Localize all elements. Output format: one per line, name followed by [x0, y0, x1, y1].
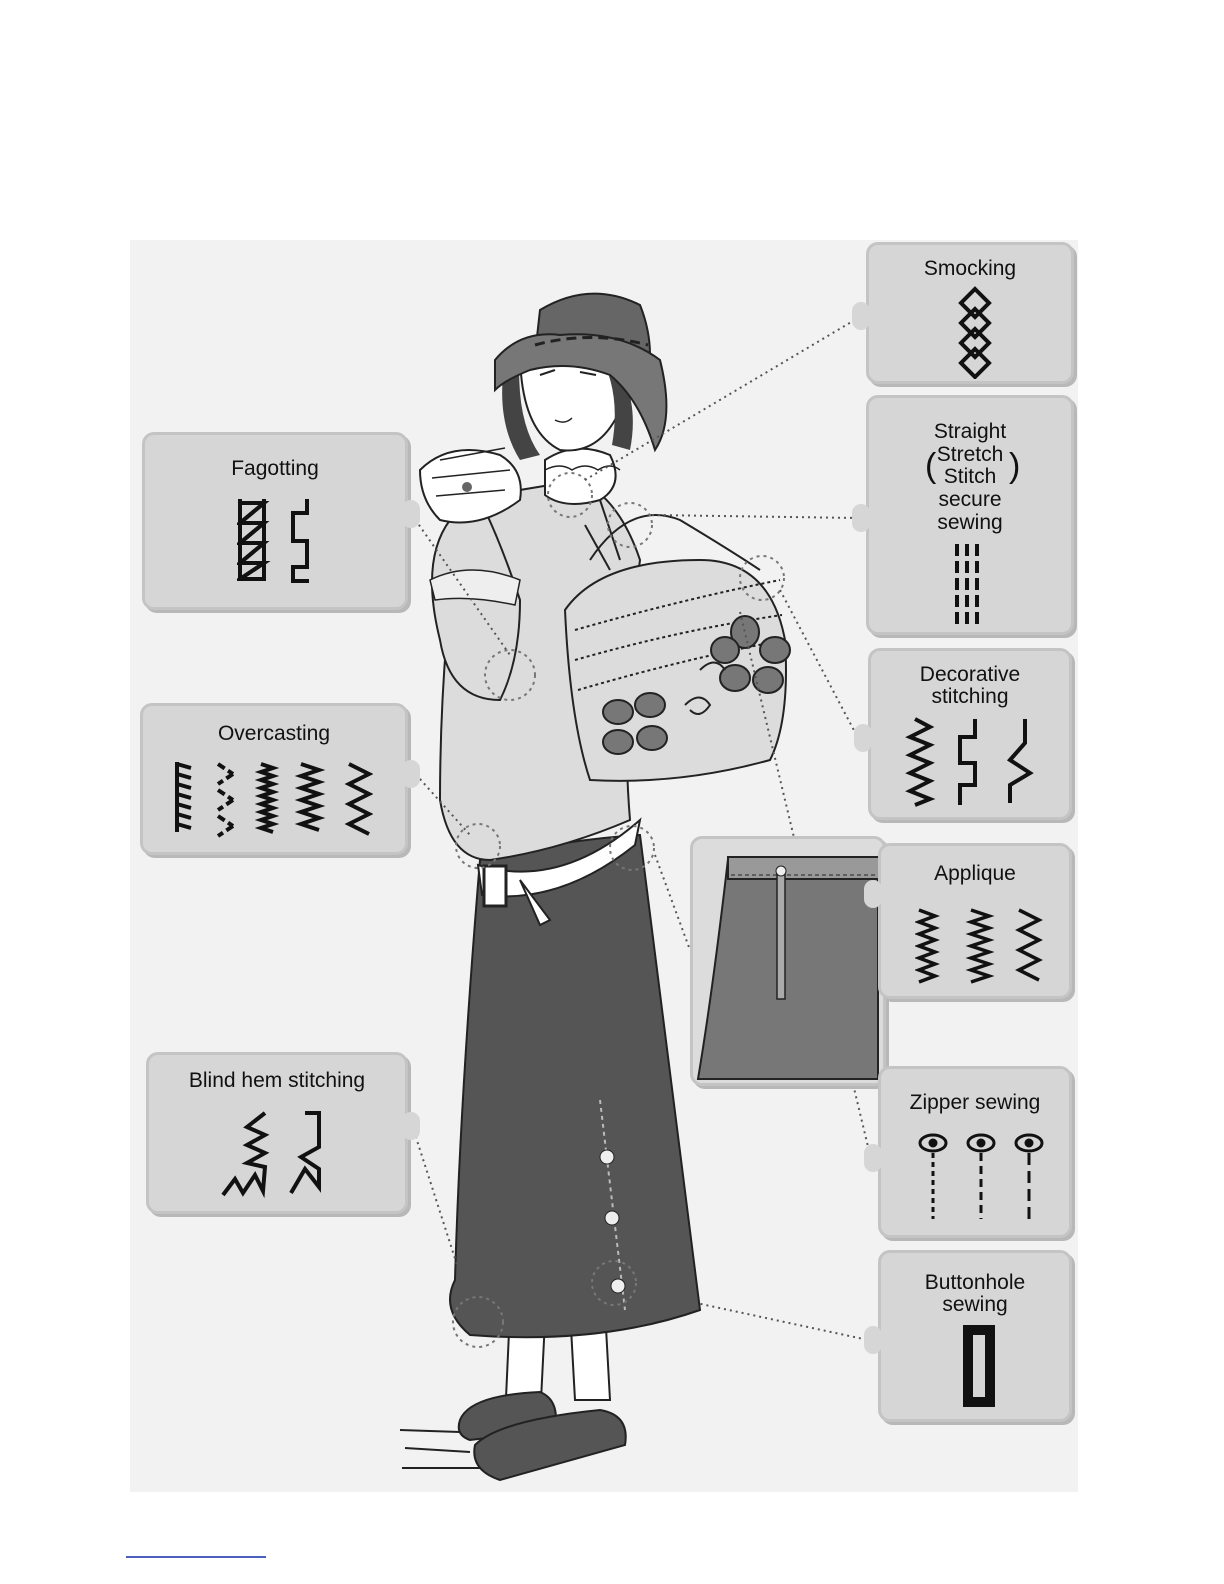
zipper-stitch-icon [911, 1131, 1051, 1221]
buttonhole-tab [864, 1326, 882, 1354]
applique-callout: Applique [878, 843, 1072, 999]
footer-rule [126, 1556, 266, 1558]
smocking-callout: Smocking [866, 242, 1074, 384]
secure-label: secure [869, 488, 1071, 511]
applique-tab [864, 880, 882, 908]
blindhem-stitch-icon [221, 1107, 331, 1201]
smocking-stitch-icon [955, 285, 995, 379]
decorative-label: Decorative [871, 663, 1069, 686]
applique-stitch-icon [915, 908, 1045, 986]
zipper-callout: Zipper sewing [878, 1066, 1072, 1238]
close-paren: ) [1009, 446, 1020, 486]
smocking-label: Smocking [869, 257, 1071, 280]
fagotting-stitch-icon [237, 497, 317, 583]
straight-tab [852, 504, 870, 532]
overcasting-tab [402, 760, 420, 788]
skirt-zipper-inset [690, 836, 886, 1086]
straight-stitch-icon [953, 542, 983, 630]
blindhem-label: Blind hem stitching [149, 1069, 405, 1092]
overcasting-callout: Overcasting [140, 703, 408, 855]
applique-label: Applique [881, 862, 1069, 885]
buttonhole-label: Buttonhole [881, 1271, 1069, 1294]
zipper-tab [864, 1144, 882, 1172]
blindhem-callout: Blind hem stitching [146, 1052, 408, 1214]
buttonhole-stitch-icon [959, 1321, 999, 1411]
stretch-label: Stretch [869, 443, 1071, 466]
straight-stretch-callout: Straight Stretch Stitch ( ) secure sewin… [866, 395, 1074, 635]
overcasting-stitch-icon [173, 760, 373, 840]
straight-label: Straight [869, 420, 1071, 443]
decorative-stitch-icon [905, 715, 1045, 807]
smocking-tab [852, 302, 870, 330]
stitching-label: stitching [871, 685, 1069, 708]
sewing-label: sewing [869, 511, 1071, 534]
skirt-zipper-drawing [693, 839, 883, 1083]
decorative-callout: Decorative stitching [868, 648, 1072, 820]
fagotting-callout: Fagotting [142, 432, 408, 610]
buttonhole-sewing-label: sewing [881, 1293, 1069, 1316]
stitch-label: Stitch [869, 465, 1071, 488]
decorative-tab [854, 724, 872, 752]
buttonhole-callout: Buttonhole sewing [878, 1250, 1072, 1422]
fagotting-label: Fagotting [145, 457, 405, 480]
blindhem-tab [402, 1112, 420, 1140]
fagotting-tab [402, 500, 420, 528]
overcasting-label: Overcasting [143, 722, 405, 745]
open-paren: ( [925, 446, 936, 486]
zipper-label: Zipper sewing [881, 1091, 1069, 1114]
